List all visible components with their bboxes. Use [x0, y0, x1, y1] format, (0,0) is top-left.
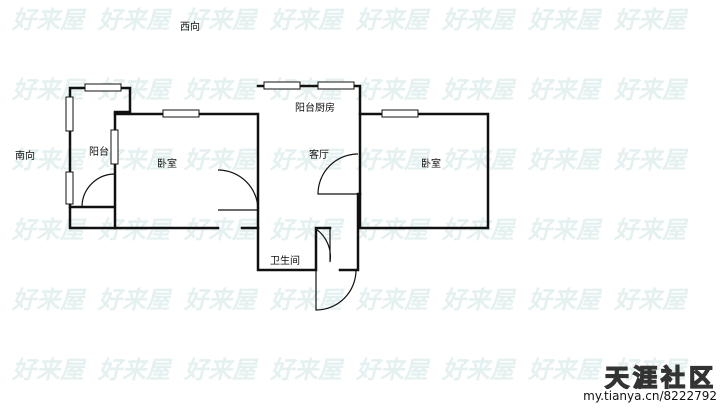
door-bathroom: [315, 228, 331, 263]
window: [65, 96, 74, 132]
windows: [65, 81, 419, 205]
watermark-tile: 好来屋: [97, 356, 173, 384]
room-label-living-room: 客厅: [309, 148, 329, 161]
room-label-balcony-kitchen: 阳台厨房: [295, 101, 335, 114]
watermark-tile: 好来屋: [527, 6, 603, 34]
watermark-tile: 好来屋: [441, 6, 517, 34]
watermark-tile: 好来屋: [613, 216, 689, 244]
walls: [68, 84, 490, 272]
watermark-tile: 好来屋: [11, 356, 87, 384]
watermark-tile: 好来屋: [11, 286, 87, 314]
window: [65, 171, 74, 205]
watermark-tile: 好来屋: [441, 216, 517, 244]
watermark-tile: 好来屋: [613, 76, 689, 104]
watermark-tile: 好来屋: [441, 146, 517, 174]
watermark-tile: 好来屋: [183, 146, 259, 174]
watermark-tile: 好来屋: [183, 216, 259, 244]
watermark-tile: 好来屋: [269, 286, 345, 314]
watermark-tile: 好来屋: [527, 76, 603, 104]
watermark-tile: 好来屋: [11, 76, 87, 104]
watermark-tile: 好来屋: [183, 76, 259, 104]
watermark-tile: 好来屋: [527, 146, 603, 174]
watermark-tile: 好来屋: [11, 216, 87, 244]
watermark-tile: 好来屋: [269, 146, 345, 174]
watermark-tile: 好来屋: [97, 6, 173, 34]
watermark-tile: 好来屋: [269, 6, 345, 34]
watermark-tile: 好来屋: [97, 216, 173, 244]
watermark-layer: 好来屋好来屋好来屋好来屋好来屋好来屋好来屋好来屋好来屋好来屋好来屋好来屋好来屋好…: [11, 6, 689, 384]
wall-balcony-left: [68, 86, 132, 230]
watermark-tile: 好来屋: [97, 286, 173, 314]
window: [162, 109, 200, 118]
window: [263, 81, 301, 90]
watermark-tile: 好来屋: [183, 6, 259, 34]
window: [381, 109, 419, 118]
watermark-tile: 好来屋: [11, 6, 87, 34]
room-label-balcony-left: 阳台: [89, 145, 109, 158]
watermark-tile: 好来屋: [441, 76, 517, 104]
door-bedroom-left: [217, 169, 259, 211]
watermark-tile: 好来屋: [183, 356, 259, 384]
direction-label-south: 南向: [15, 149, 35, 162]
tianya-brand-logo: 天涯社区: [604, 363, 717, 393]
watermark-tile: 好来屋: [355, 146, 431, 174]
door-balcony: [81, 173, 116, 208]
window: [317, 81, 355, 90]
watermark-tile: 好来屋: [527, 356, 603, 384]
watermark-tile: 好来屋: [269, 216, 345, 244]
window: [110, 129, 119, 165]
watermark-tile: 好来屋: [269, 356, 345, 384]
room-label-bedroom-left: 卧室: [157, 157, 177, 170]
watermark-tile: 好来屋: [355, 216, 431, 244]
room-label-bedroom-right: 卧室: [421, 157, 441, 170]
window: [84, 83, 122, 92]
watermark-tile: 好来屋: [11, 146, 87, 174]
watermark-tile: 好来屋: [269, 76, 345, 104]
watermark-tile: 好来屋: [441, 286, 517, 314]
watermark-tile: 好来屋: [527, 286, 603, 314]
watermark-tile: 好来屋: [613, 356, 689, 384]
watermark-tile: 好来屋: [183, 286, 259, 314]
watermark-tile: 好来屋: [613, 286, 689, 314]
watermark-tile: 好来屋: [355, 6, 431, 34]
watermark-tile: 好来屋: [441, 356, 517, 384]
doors: [81, 153, 359, 311]
wall-bedroom-right: [358, 112, 490, 230]
door-bedroom-right: [317, 153, 359, 195]
watermark-tile: 好来屋: [613, 6, 689, 34]
direction-label-west: 西向: [180, 20, 200, 33]
watermark-tile: 好来屋: [527, 216, 603, 244]
room-label-bathroom: 卫生间: [270, 254, 300, 267]
watermark-tile: 好来屋: [613, 146, 689, 174]
source-url: my.tianya.cn/8222792: [581, 389, 719, 403]
watermark-tile: 好来屋: [355, 76, 431, 104]
wall-bedroom-left: [68, 112, 260, 230]
door-entrance: [315, 269, 357, 311]
watermark-tile: 好来屋: [355, 356, 431, 384]
watermark-tile: 好来屋: [97, 146, 173, 174]
watermark-tile: 好来屋: [355, 286, 431, 314]
wall-living-room: [256, 84, 362, 272]
